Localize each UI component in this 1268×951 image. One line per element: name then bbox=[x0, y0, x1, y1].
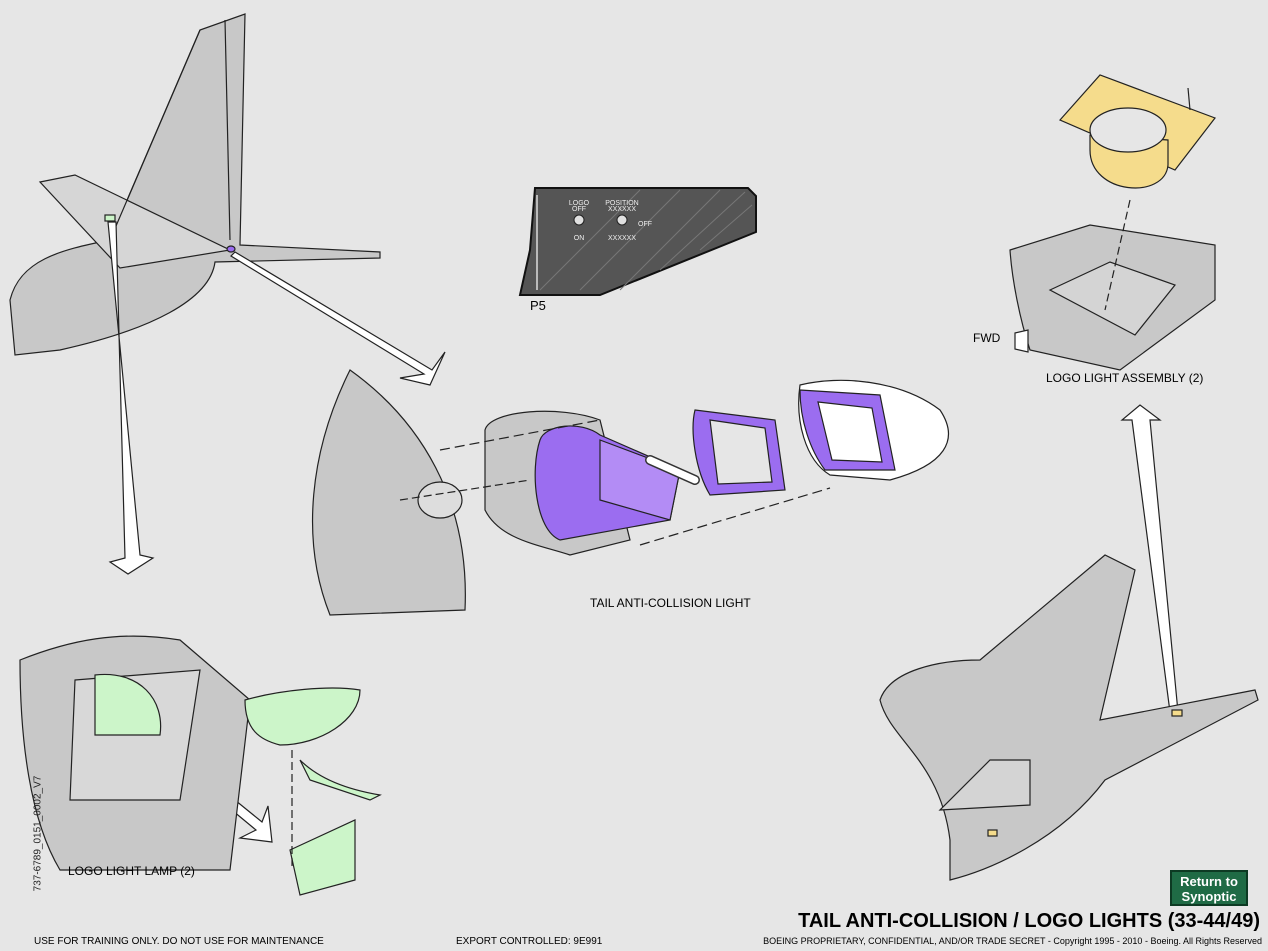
logo-switch-off: OFF bbox=[572, 206, 586, 213]
tail-anti-collision-light-label: TAIL ANTI-COLLISION LIGHT bbox=[590, 596, 751, 610]
footer-export-note: EXPORT CONTROLLED: 9E991 bbox=[456, 936, 603, 947]
logo-toggle-switch bbox=[573, 214, 585, 226]
page-title: TAIL ANTI-COLLISION / LOGO LIGHTS (33-44… bbox=[798, 910, 1260, 932]
return-button-line1: Return to bbox=[1180, 874, 1238, 889]
footer-training-note: USE FOR TRAINING ONLY. DO NOT USE FOR MA… bbox=[34, 936, 324, 947]
position-switch-bottom: XXXXXX bbox=[608, 235, 636, 242]
logo-light-assembly-label: LOGO LIGHT ASSEMBLY (2) bbox=[1046, 371, 1204, 385]
drawing-id: 737-6789_0151_0002_V7 bbox=[32, 775, 44, 892]
bottom-right-tail-view bbox=[879, 554, 1259, 881]
return-to-synoptic-button[interactable]: Return to Synoptic bbox=[1170, 870, 1248, 906]
fwd-label: FWD bbox=[973, 331, 1001, 345]
p5-panel: LOGO OFF ON POSITION XXXXXX OFF XXXXXX bbox=[518, 187, 757, 296]
anti-collision-exploded-view bbox=[311, 369, 949, 616]
position-switch-top: XXXXXX bbox=[608, 206, 636, 213]
logo-switch-on: ON bbox=[574, 235, 585, 242]
return-button-line2: Synoptic bbox=[1181, 889, 1237, 904]
logo-light-assembly-view bbox=[1009, 74, 1216, 371]
logo-light-lamp-view bbox=[19, 635, 382, 896]
position-switch-title: POSITION bbox=[605, 200, 638, 207]
footer-copyright: BOEING PROPRIETARY, CONFIDENTIAL, AND/OR… bbox=[763, 936, 1262, 946]
anti-collision-marker bbox=[226, 245, 236, 253]
panel-label: P5 bbox=[530, 298, 546, 313]
logo-light-marker bbox=[104, 214, 116, 222]
logo-light-lamp-label: LOGO LIGHT LAMP (2) bbox=[68, 864, 195, 878]
position-toggle-switch bbox=[616, 214, 628, 226]
position-switch-off: OFF bbox=[638, 221, 652, 228]
logo-switch-title: LOGO bbox=[569, 200, 590, 207]
top-left-tail-view bbox=[9, 13, 381, 356]
